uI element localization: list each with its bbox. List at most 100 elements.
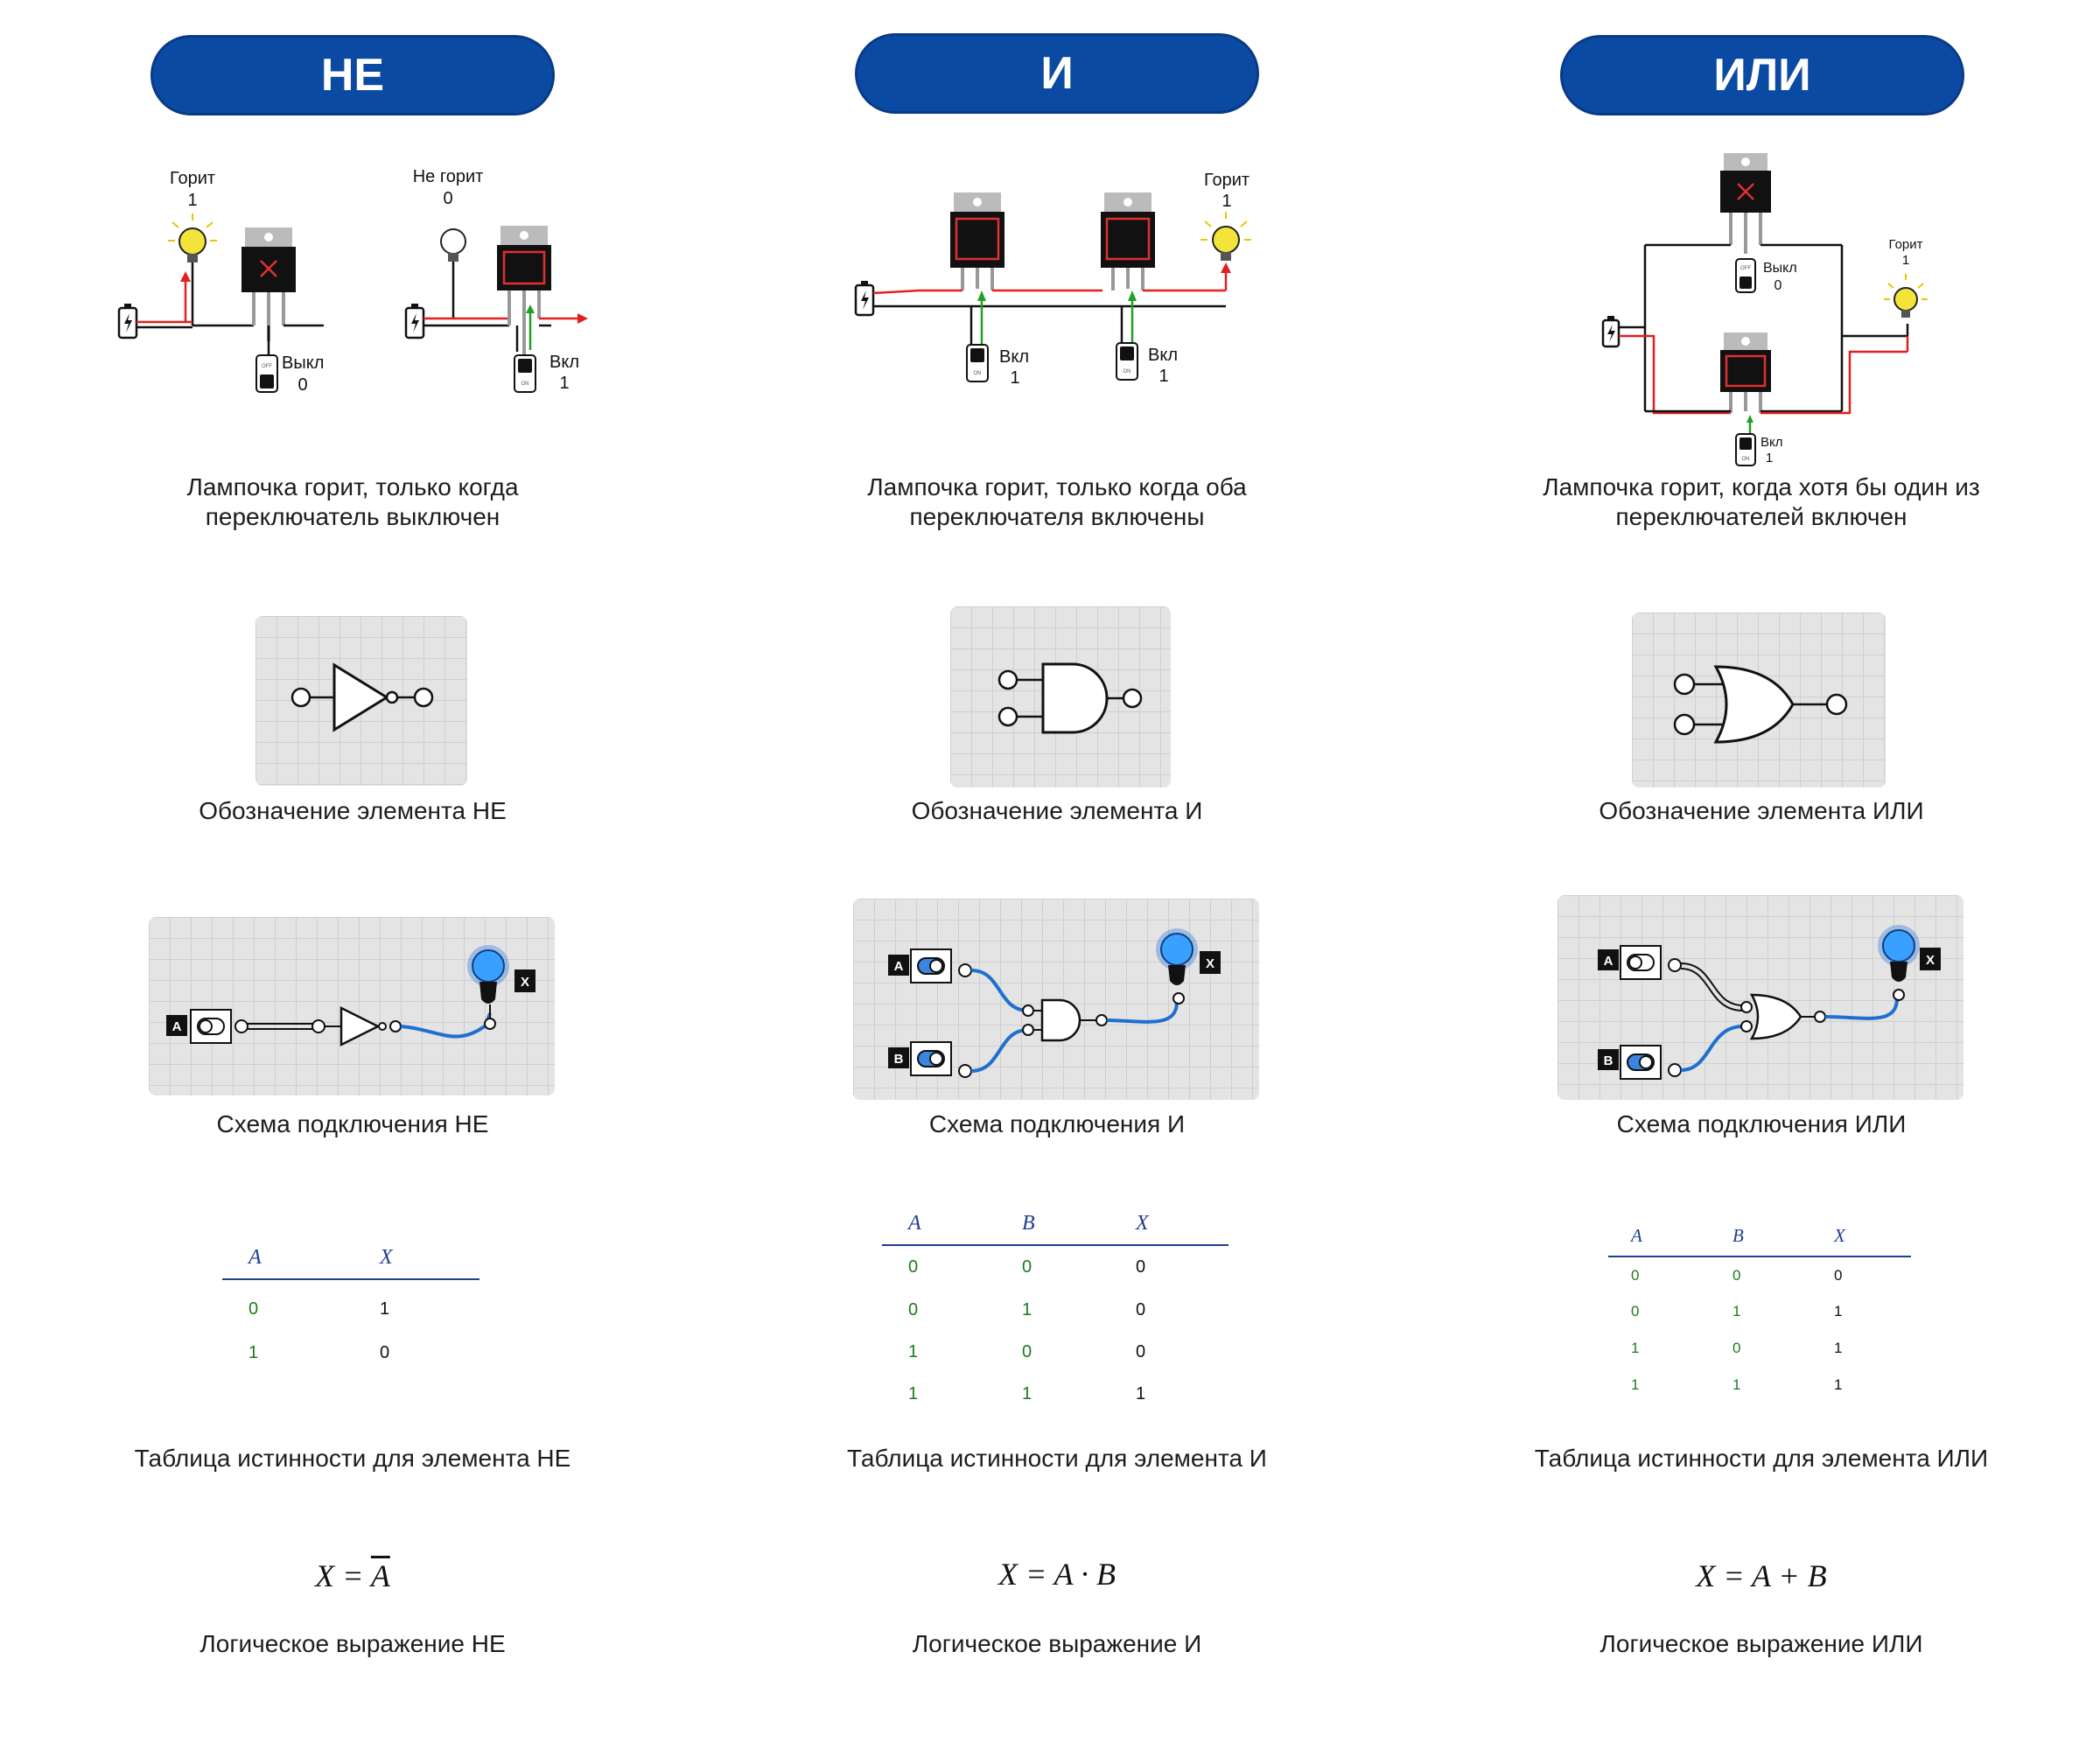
or-truth-table: A B X 0 0 0 0 1 1 1 0 1 1 1 1 — [1608, 1225, 1911, 1404]
not-formula: X = A — [315, 1558, 390, 1593]
not-truth-table: A X 0 1 1 0 — [222, 1246, 480, 1377]
table-row: 0 1 — [248, 1299, 390, 1319]
battery-icon — [404, 304, 425, 340]
header-or: ИЛИ — [1560, 35, 1964, 116]
or-switch-top-value: 0 — [1774, 278, 1782, 293]
and-scheme-output-x: X — [1206, 956, 1214, 971]
or-formula: X = A + B — [1696, 1558, 1827, 1593]
table-row: 1 1 1 — [908, 1383, 1146, 1404]
not-scheme-caption: Схема подключения НЕ — [216, 1110, 489, 1138]
and-table-caption: Таблица истинности для элемента И — [847, 1445, 1267, 1472]
and-switch2-value: 1 — [1158, 367, 1168, 386]
lamp-blue-icon — [1878, 925, 1920, 982]
and-formula-caption: Логическое выражение И — [912, 1630, 1202, 1657]
or-table-caption: Таблица истинности для элемента ИЛИ — [1534, 1445, 1989, 1472]
toggle-switch-icon — [910, 1041, 952, 1076]
svg-text:OFF: OFF — [1740, 266, 1751, 271]
svg-text:ON: ON — [974, 371, 982, 376]
or-symbol-caption: Обозначение элемента ИЛИ — [1599, 797, 1924, 824]
battery-icon — [1601, 316, 1620, 348]
or-circuit-diagram: OFF Выкл 0 Горит 1 ON — [1601, 153, 1928, 466]
and-circuit-caption: Лампочка горит, только когда оба переклю… — [867, 473, 1247, 530]
or-lamp-label: Горит — [1888, 237, 1922, 252]
table-row: 1 1 1 — [1631, 1376, 1843, 1393]
or-switch-bottom-value: 1 — [1766, 451, 1773, 466]
and-truth-table: A B X 0 0 0 0 1 0 1 0 0 1 1 1 — [882, 1212, 1228, 1415]
and-scheme-input-b: B — [894, 1052, 904, 1067]
toggle-switch-icon — [910, 948, 952, 984]
table-header-row: A B X — [882, 1212, 1228, 1246]
and-circuit-diagram: Горит 1 ON Вкл 1 — [854, 171, 1251, 388]
svg-text:OFF: OFF — [262, 364, 272, 369]
svg-text:ON: ON — [522, 382, 529, 387]
lamp-blue-icon — [1156, 928, 1198, 985]
and-connection-scheme: A B X — [853, 899, 1259, 1100]
header-not: НЕ — [150, 35, 555, 116]
not-table-caption: Таблица истинности для элемента НЕ — [134, 1445, 571, 1472]
and-switch1-value: 1 — [1010, 368, 1019, 388]
header-and: И — [855, 33, 1259, 114]
table-row: 0 0 0 — [908, 1257, 1146, 1277]
not-symbol-caption: Обозначение элемента НЕ — [199, 797, 507, 824]
switch-on-icon: ON — [514, 354, 536, 393]
not-lamp-off-label: Не горит — [413, 167, 484, 186]
table-row: 1 0 1 — [1631, 1340, 1843, 1356]
and-lamp-label: Горит — [1204, 171, 1250, 190]
and-switch1-label: Вкл — [999, 347, 1029, 367]
switch-on-icon: ON — [1735, 433, 1756, 466]
and-lamp-value: 1 — [1222, 192, 1231, 211]
lamp-on-icon — [1200, 212, 1251, 261]
table-row: 0 1 1 — [1631, 1303, 1843, 1320]
toggle-switch-icon — [1620, 945, 1662, 980]
and-scheme-input-a: A — [894, 959, 904, 974]
switch-on-icon: ON — [966, 344, 989, 382]
or-circuit-caption: Лампочка горит, когда хотя бы один из пе… — [1543, 473, 1980, 530]
not-switch-on-value: 1 — [559, 374, 569, 393]
or-formula-caption: Логическое выражение ИЛИ — [1600, 1630, 1923, 1657]
table-row: 0 1 0 — [908, 1299, 1146, 1320]
not-lamp-on-value: 1 — [187, 191, 197, 210]
or-scheme-input-a: A — [1604, 954, 1614, 969]
svg-text:ON: ON — [1742, 457, 1750, 462]
transistor-icon — [950, 192, 1004, 290]
table-header-row: A B X — [1608, 1225, 1911, 1257]
transistor-icon — [1720, 153, 1771, 254]
table-row: 0 0 0 — [1631, 1266, 1843, 1284]
switch-on-icon: ON — [1116, 342, 1138, 381]
or-scheme-output-x: X — [1926, 953, 1935, 968]
lamp-off-icon — [440, 228, 466, 262]
switch-off-icon: OFF — [1735, 258, 1756, 293]
switch-off-icon: OFF — [256, 354, 278, 393]
not-switch-on-label: Вкл — [550, 353, 579, 372]
or-connection-scheme: A B X — [1558, 895, 1964, 1100]
transistor-icon — [1101, 192, 1155, 290]
not-switch-off-value: 0 — [298, 375, 307, 395]
not-lamp-on-label: Горит — [170, 169, 215, 188]
and-formula: X = A · B — [998, 1557, 1116, 1592]
battery-icon — [117, 304, 138, 340]
not-gate-symbol — [256, 616, 467, 786]
transistor-icon — [242, 228, 296, 341]
transistor-icon — [1720, 332, 1771, 413]
not-formula-caption: Логическое выражение НЕ — [200, 1630, 506, 1657]
svg-text:ON: ON — [1124, 369, 1131, 374]
not-circuit-caption: Лампочка горит, только когда переключате… — [186, 473, 519, 530]
or-scheme-caption: Схема подключения ИЛИ — [1616, 1110, 1907, 1138]
table-row: 1 0 0 — [908, 1341, 1146, 1362]
toggle-switch-icon — [190, 1009, 232, 1044]
transistor-icon — [497, 226, 551, 354]
and-symbol-caption: Обозначение элемента И — [911, 797, 1203, 824]
table-header-row: A X — [222, 1246, 480, 1280]
not-scheme-output-x: X — [521, 975, 529, 990]
table-row: 1 0 — [248, 1342, 390, 1362]
and-gate-symbol — [950, 606, 1171, 788]
toggle-switch-icon — [1620, 1045, 1662, 1080]
battery-icon — [854, 281, 875, 317]
not-scheme-input-a: A — [172, 1019, 182, 1034]
not-connection-scheme: A X — [149, 917, 555, 1096]
lamp-on-icon — [1884, 274, 1928, 318]
not-lamp-off-value: 0 — [443, 189, 452, 208]
or-scheme-input-b: B — [1604, 1054, 1614, 1068]
and-scheme-caption: Схема подключения И — [928, 1110, 1186, 1138]
or-switch-top-label: Выкл — [1763, 261, 1797, 276]
